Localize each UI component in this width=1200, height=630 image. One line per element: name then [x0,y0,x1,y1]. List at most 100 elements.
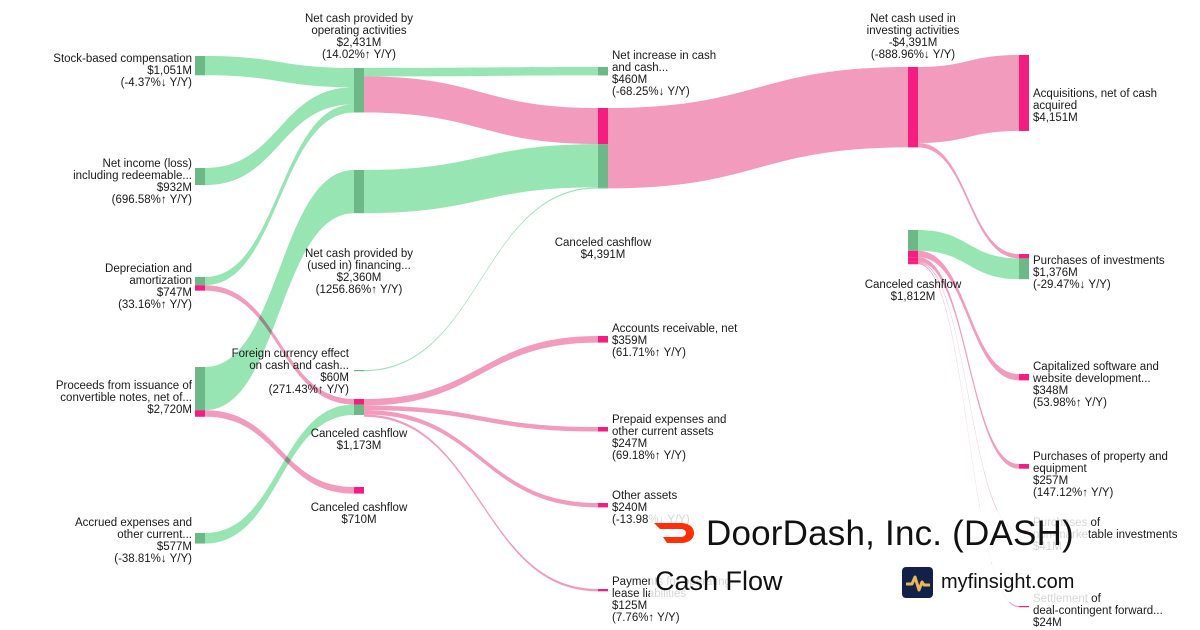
node-ops[interactable] [354,68,364,113]
node-label-sbc-line-0: Stock-based compensation [53,53,192,65]
node-label-prep-line-0: Prepaid expenses and [612,414,726,426]
node-yoy-ni: (696.58%↑ Y/Y) [112,194,193,206]
node-label-ppe-line-1: equipment [1033,463,1088,475]
node-cc1812-segment-3[interactable] [908,261,918,264]
node-cc4391-segment-2[interactable] [598,187,608,189]
node-fwd[interactable] [1019,606,1029,608]
node-inv-segment-1[interactable] [908,142,918,148]
node-fin[interactable] [354,170,364,214]
node-value-oth: $240M [612,502,647,514]
node-yoy-lease: (7.76%↑ Y/Y) [612,612,680,624]
node-yoy-accr: (-38.81%↓ Y/Y) [114,553,192,565]
node-label-cc1173-line-0: Canceled cashflow [311,428,408,440]
link-cc1812-to-nonmkt [918,261,1019,532]
node-value-fx: $60M [320,372,349,384]
node-label-conv-line-1: convertible notes, net of... [60,392,192,404]
node-yoy-fin: (1256.86%↑ Y/Y) [316,284,403,296]
link-inv-to-pinv [918,142,1019,259]
node-cc1173-segment-0[interactable] [354,399,364,405]
node-label-acq-line-1: acquired [1033,100,1077,112]
node-yoy-da: (33.16%↑ Y/Y) [118,299,192,311]
node-netinc[interactable] [598,67,608,76]
node-value-netinc: $460M [612,74,647,86]
link-fin-to-cc4391 [364,144,598,214]
link-da-to-cc1173 [205,285,354,405]
node-label-fwd-line-1: deal-contingent forward... [1033,605,1163,617]
node-acq[interactable] [1019,55,1029,131]
node-value-pinv: $1,376M [1033,267,1078,279]
node-value-ni: $932M [157,182,192,194]
node-lease[interactable] [598,589,608,592]
node-label-ni-line-0: Net income (loss) [103,158,193,170]
node-label-fin-line-1: (used in) financing... [307,260,411,272]
node-yoy-ops: (14.02%↑ Y/Y) [322,49,396,61]
node-yoy-ppe: (147.12%↑ Y/Y) [1033,487,1114,499]
node-label-fx-line-0: Foreign currency effect [232,348,350,360]
node-label-inv-line-1: investing activities [867,25,960,37]
node-cc710[interactable] [354,487,364,494]
title-backdrop [648,510,1088,562]
node-label-inv-line-0: Net cash used in [870,13,956,25]
site-link[interactable]: myfinsight.com [941,571,1075,593]
node-conv-segment-1[interactable] [195,410,205,417]
node-sbc[interactable] [195,56,205,76]
node-label-da-line-0: Depreciation and [105,263,192,275]
node-cc1812-segment-2[interactable] [908,257,918,262]
link-cc4391-to-inv [608,67,908,189]
node-label-acq-line-0: Acquisitions, net of cash [1033,88,1157,100]
node-ar[interactable] [598,336,608,343]
link-da-to-ops [205,104,354,286]
node-inv-segment-0[interactable] [908,67,918,143]
node-value-cc4391: $4,391M [581,249,626,261]
node-label-netinc-line-0: Net increase in cash [612,50,716,62]
node-label-fin-line-0: Net cash provided by [305,248,413,260]
node-value-ops: $2,431M [337,37,382,49]
node-label-fx-line-1: on cash and cash... [249,360,349,372]
node-fx[interactable] [354,370,364,372]
node-label-capsw-line-1: website development... [1032,373,1151,385]
node-conv-segment-0[interactable] [195,367,205,411]
node-cc4391-segment-1[interactable] [598,144,608,188]
link-sbc-to-ops [205,56,354,88]
node-label-prep-line-1: other current assets [612,426,714,438]
link-conv-to-cc710 [205,410,354,494]
node-capsw[interactable] [1019,374,1029,381]
node-cc4391-segment-0[interactable] [598,108,608,145]
link-conv-to-fin [205,170,354,411]
node-value-prep: $247M [612,438,647,450]
node-cc1812-segment-0[interactable] [908,230,918,251]
node-pinv-segment-1[interactable] [1019,258,1029,280]
node-accr[interactable] [195,533,205,544]
sankey-nodes [195,55,1029,608]
node-label-cc4391-line-0: Canceled cashflow [555,237,652,249]
link-cc1812-to-capsw [918,250,1019,381]
node-da-segment-0[interactable] [195,277,205,286]
node-cc1812-segment-1[interactable] [908,250,918,258]
node-pinv-segment-0[interactable] [1019,254,1029,259]
node-label-da-line-1: amortization [129,275,192,287]
link-cc1173-to-ar [364,336,598,406]
node-yoy-ar: (61.71%↑ Y/Y) [612,347,686,359]
sankey-links [205,55,1019,608]
node-da-segment-1[interactable] [195,285,205,291]
node-ni[interactable] [195,168,205,186]
node-yoy-prep: (69.18%↑ Y/Y) [612,450,686,462]
link-ops-to-cc4391 [364,76,598,145]
node-oth[interactable] [598,503,608,508]
node-value-lease: $125M [612,600,647,612]
node-value-ar: $359M [612,335,647,347]
node-cc1812-segment-4[interactable] [908,263,918,265]
link-accr-to-cc1173 [205,404,354,544]
node-ppe[interactable] [1019,464,1029,469]
brand-header: DoorDash, Inc. (DASH) [652,514,1074,554]
node-label-conv-line-0: Proceeds from issuance of [56,380,193,392]
node-label-ni-line-1: including redeemable... [73,170,192,182]
pulse-line-icon [902,567,933,598]
node-value-acq: $4,151M [1033,112,1078,124]
node-label-accr-line-1: other current... [117,529,192,541]
node-yoy-inv: (-888.96%↓ Y/Y) [871,49,955,61]
node-value-capsw: $348M [1033,385,1068,397]
node-label-pinv-line-0: Purchases of investments [1033,255,1165,267]
node-prep[interactable] [598,427,608,432]
node-cc1173-segment-1[interactable] [354,404,364,416]
